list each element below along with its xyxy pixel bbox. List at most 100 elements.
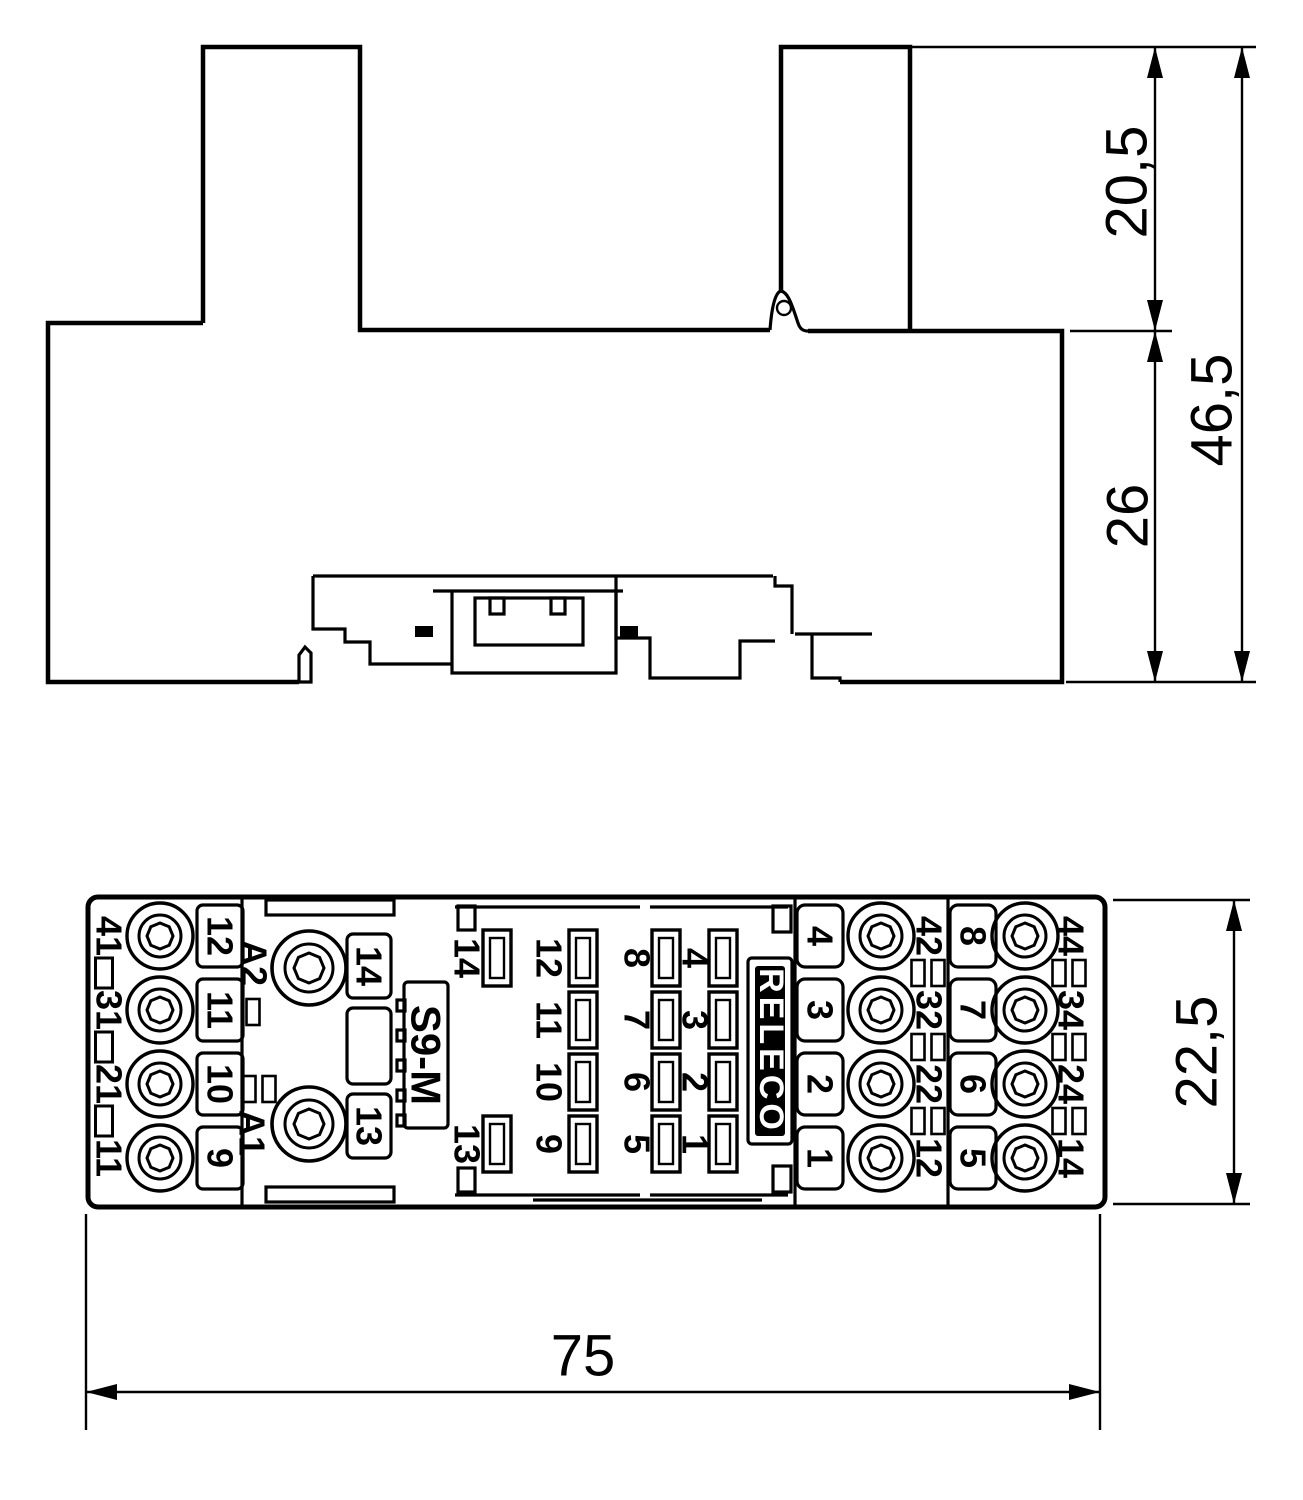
screw-icon [990,901,1060,971]
edge-label-21: 21 [89,1064,130,1104]
screw-icon [125,1123,195,1193]
screw-icon [846,1123,916,1193]
pin-slot-column-3: 4 3 2 1 [675,928,739,1174]
contact-label-22: 22 [909,1064,950,1104]
dim-height-label: 22,5 [1165,996,1230,1109]
terminal-box-10: 10 [200,1064,241,1104]
coil-terminal-area: A2 A1 14 13 [232,929,393,1163]
model-label: S9-M [403,1005,450,1105]
edge-slot [94,1104,114,1138]
screw-icon [990,1123,1060,1193]
pin-label: 2 [675,1072,716,1092]
dim-upper-label: 20,5 [1095,126,1160,239]
terminal-box-7: 7 [953,1000,994,1020]
side-view-latch-bump [768,289,809,333]
terminal-box-9: 9 [200,1148,241,1168]
din-rail-recess [311,574,872,682]
screw-icon [125,1049,195,1119]
terminal-box-1: 1 [800,1148,841,1168]
pin-slot-column-1: 12 11 10 9 [529,928,599,1174]
coil-label-a2: A2 [234,940,275,986]
pin-label: 7 [617,1010,658,1030]
pin-label: 9 [529,1134,570,1154]
edge-label-31: 31 [89,990,130,1030]
left-screw-column [125,901,195,1193]
terminal-box-2: 2 [800,1074,841,1094]
contact-slot [910,958,926,988]
terminal-box-4: 4 [800,926,841,946]
edge-label-41: 41 [89,916,130,956]
contact-slot [910,1032,926,1062]
contact-slot [930,1032,946,1062]
contact-label-44: 44 [1051,916,1092,956]
socket-body-outline [85,894,1108,1210]
pin-label: 11 [529,1001,570,1039]
screw-icon [990,975,1060,1045]
right-terminal-group-nc: 4 3 2 1 42 32 22 12 [795,901,950,1193]
contact-slot [1051,1106,1067,1136]
pin-slot [567,1052,599,1112]
contact-slot [1071,1106,1087,1136]
bottom-view: 41 31 21 11 12 11 10 9 A2 [84,894,1250,1430]
contact-slot [1051,958,1067,988]
contact-label-34: 34 [1051,990,1092,1030]
dim-lower-label: 26 [1096,484,1161,549]
bottom-view-height-dimension: 22,5 [1113,898,1250,1206]
contact-label-32: 32 [909,990,950,1030]
side-view-left-profile [45,320,299,685]
contact-slot [1051,1032,1067,1062]
edge-contact-column: 41 31 21 11 [89,916,130,1177]
contact-label-14: 14 [1051,1138,1092,1178]
contact-slot [1071,1032,1087,1062]
right-terminal-group-no: 8 7 6 5 44 34 24 14 [948,901,1092,1193]
edge-slot [94,1030,114,1064]
pin-slot-column-2: 8 7 6 5 [617,928,682,1174]
side-view-dimensions: 20,5 26 46,5 [912,45,1256,684]
side-view-right-tower [778,44,913,330]
terminal-box-8: 8 [953,926,994,946]
pin-slot [567,990,599,1050]
side-view-latch-hole [775,299,793,317]
contact-slot [1071,958,1087,988]
coil-slot [261,1074,277,1104]
pin-label-14: 14 [447,938,488,978]
brand-plate: RELECO [746,956,794,1146]
screw-icon [270,1085,348,1163]
left-terminal-boxes: 12 11 10 9 [195,903,245,1191]
side-view: 20,5 26 46,5 [45,44,1256,685]
terminal-box-3: 3 [800,1000,841,1020]
side-view-left-tower [200,44,770,333]
dim-width-label: 75 [551,1324,616,1389]
pin-label: 6 [617,1072,658,1092]
bottom-view-width-dimension: 75 [84,1214,1102,1430]
pin-label: 4 [675,948,716,968]
pin-label: 1 [675,1134,716,1154]
terminal-box-6: 6 [953,1074,994,1094]
coil-label-a1: A1 [232,1110,273,1156]
contact-slot [930,958,946,988]
contact-label-12: 12 [909,1138,950,1178]
coil-slot [245,997,261,1027]
pin-label: 12 [529,938,570,978]
contact-label-42: 42 [909,916,950,956]
contact-label-24: 24 [1051,1064,1092,1104]
terminal-box-13: 13 [349,1106,390,1146]
pin-slot-column-coil: 14 13 [447,928,513,1174]
dim-total-label: 46,5 [1180,354,1245,467]
pin-slot [567,928,599,988]
model-plate: S9-M [395,980,450,1130]
edge-slot [94,956,114,990]
terminal-box-12: 12 [200,916,241,956]
contact-slot [930,1106,946,1136]
terminal-box-14: 14 [349,946,390,986]
screw-icon [125,975,195,1045]
screw-icon [846,975,916,1045]
pin-label: 10 [529,1062,570,1102]
housing-bands [264,898,793,1204]
screw-icon [270,929,348,1007]
side-view-right-profile [808,328,1065,685]
pin-label-13: 13 [447,1124,488,1164]
terminal-box-11: 11 [200,991,241,1029]
